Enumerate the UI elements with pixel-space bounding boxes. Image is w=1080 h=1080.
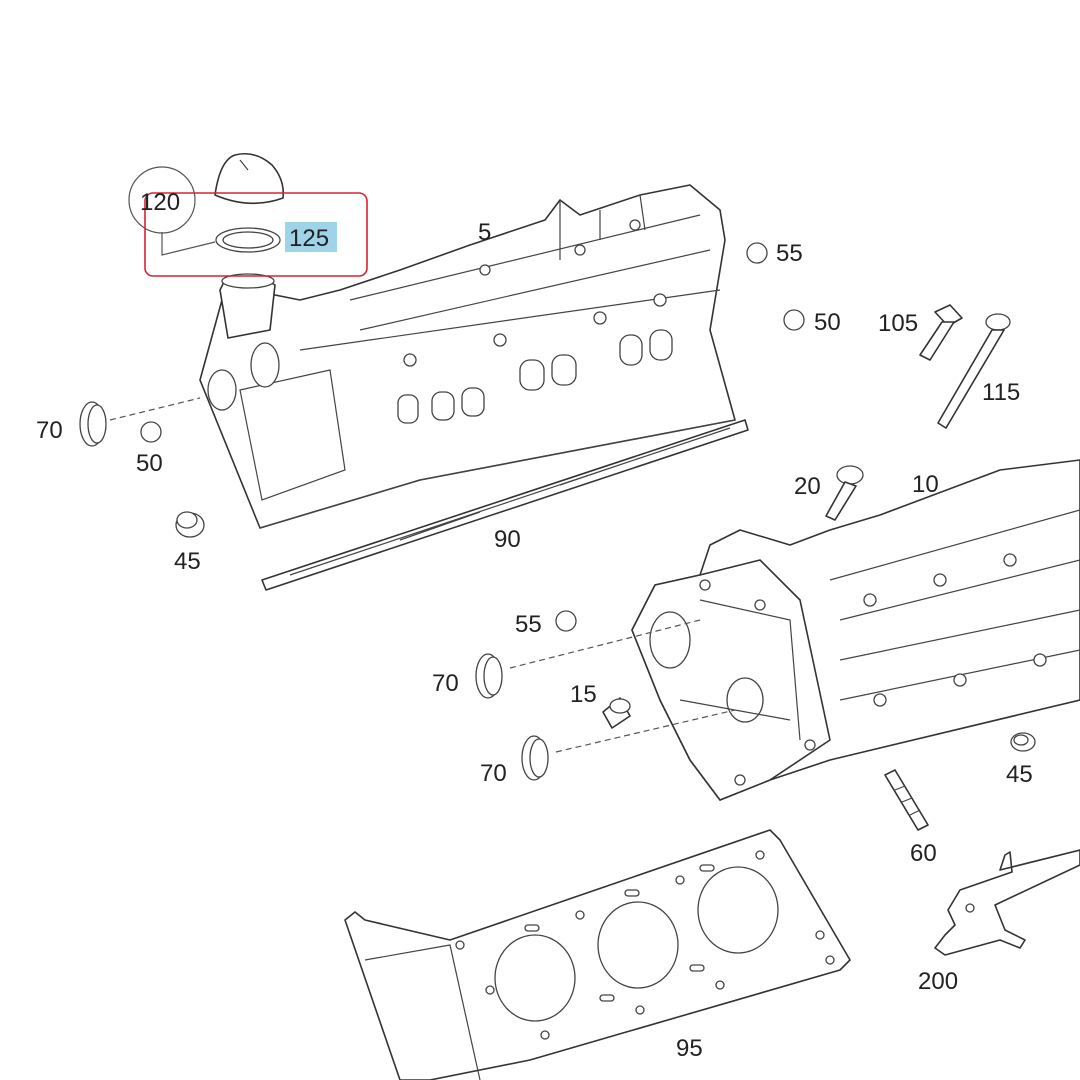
part-55-plug-lower[interactable] [555,610,577,632]
part-95-head-gasket[interactable] [344,829,851,1080]
label-20: 20 [794,473,821,500]
label-70-lower: 70 [480,760,507,787]
part-70-seal-left[interactable] [79,397,201,447]
cylinder-head-upper[interactable] [199,184,736,529]
label-120: 120 [140,189,180,216]
part-200-bracket[interactable] [934,849,1080,956]
label-50-upper: 50 [814,309,841,336]
part-45-sleeve-left[interactable] [175,511,205,538]
part-20-bolt[interactable] [825,465,864,521]
label-90: 90 [494,526,521,553]
label-10: 10 [912,471,939,498]
label-60: 60 [910,840,937,867]
label-55-upper: 55 [776,240,803,267]
part-125-ring[interactable] [161,227,281,256]
part-90-gasket[interactable] [261,419,749,591]
label-15: 15 [570,681,597,708]
part-70-seal-lower[interactable] [521,709,736,781]
cylinder-head-lower[interactable] [631,459,1080,801]
part-55-plug-upper[interactable] [746,242,768,264]
label-5: 5 [478,219,491,246]
part-45-sleeve-right[interactable] [1010,732,1036,752]
part-15-sleeve[interactable] [602,697,631,729]
label-95: 95 [676,1035,703,1062]
label-55-lower: 55 [515,611,542,638]
label-70-middle: 70 [432,670,459,697]
highlight-box [144,192,368,277]
part-115-bolt[interactable] [937,313,1011,429]
label-105: 105 [878,310,918,337]
label-125-highlight [285,222,337,252]
label-70-left: 70 [36,417,63,444]
part-50-plug-left[interactable] [140,421,162,443]
label-200: 200 [918,968,958,995]
part-105-bolt[interactable] [919,304,963,361]
label-45-right: 45 [1006,761,1033,788]
label-115: 115 [982,379,1020,406]
label-50-left: 50 [136,450,163,477]
part-70-seal-middle[interactable] [475,619,701,699]
label-45-left: 45 [174,548,201,575]
part-50-plug-upper[interactable] [783,309,805,331]
label-125: 125 [289,225,329,252]
part-60-stud[interactable] [884,769,929,831]
